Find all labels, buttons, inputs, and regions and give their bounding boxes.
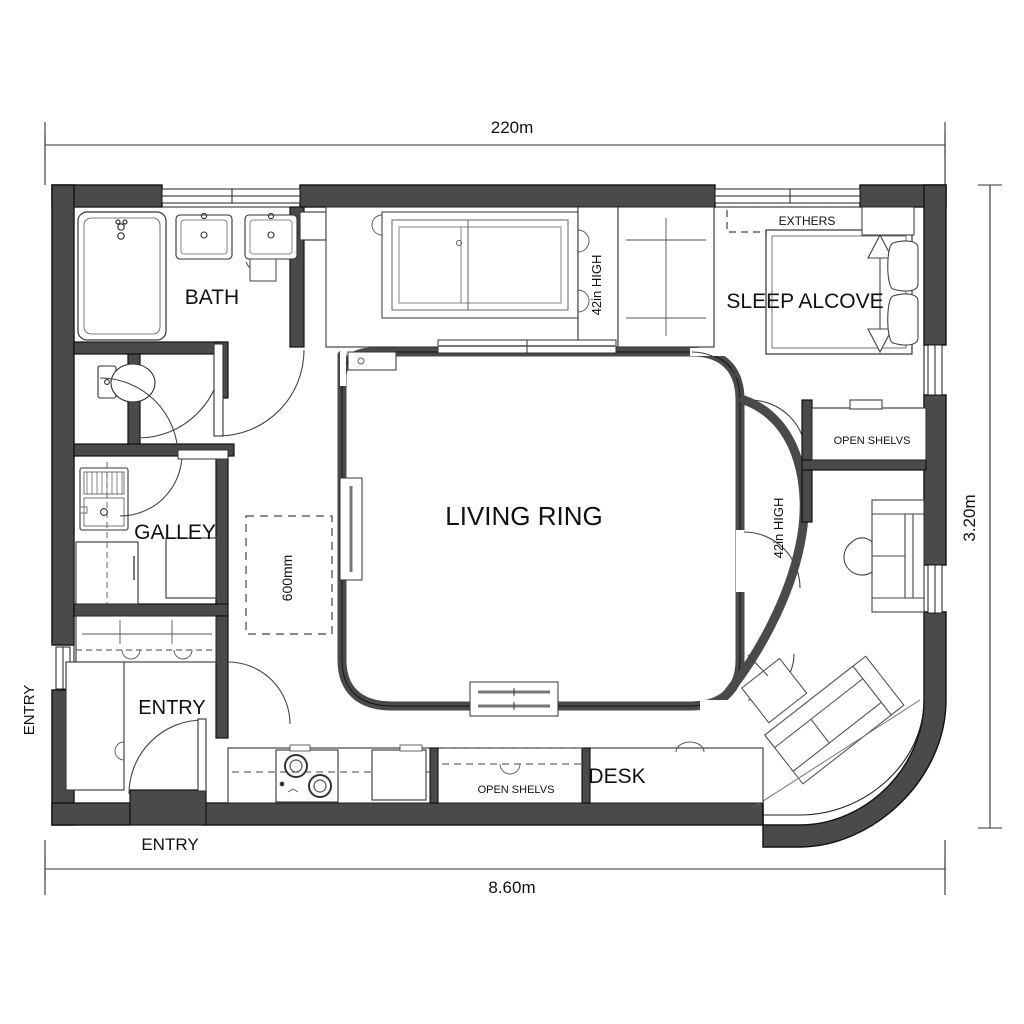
toilet [97,363,156,403]
sliding-door-south[interactable] [469,681,559,717]
bed-direction-arrow [867,233,893,354]
dimension-top-label: 220m [491,118,534,137]
dimension-top [44,122,946,185]
open-shelvs-right [811,399,927,461]
ring-opening-nw [340,348,346,386]
dimension-bottom [44,840,946,895]
sofa-guide [756,699,921,806]
galley-counter [165,537,217,599]
height-note-top-label: 42in HIGH [589,255,604,316]
ring-opening-e [736,530,746,592]
console-table [347,351,397,371]
door-entry-main[interactable] [128,718,207,795]
galley-label: GALLEY [134,521,216,544]
dimension-right-label: 3.20m [960,494,979,541]
exthers-label: EXTHERS [779,214,836,228]
dimension-bottom-label: 8.60m [488,878,535,897]
entry-left-label: ENTRY [21,685,38,736]
clearance-zone [245,515,333,635]
ring-opening-ne [690,348,752,356]
wall-galley-south [73,603,229,617]
bathtub [77,211,167,341]
nightstand [861,206,915,236]
door-wc[interactable] [99,377,179,457]
clearance-label: 600mm [279,555,295,602]
wall-right-a [923,184,947,346]
counter-42in-block [577,206,619,348]
sliding-door-west[interactable] [339,477,363,581]
side-table [740,657,808,724]
living-ring-label: LIVING RING [445,501,602,531]
door-galley[interactable] [119,453,183,517]
window-top-right [714,188,861,204]
pillow-1 [887,240,919,292]
bath-closet [299,211,327,241]
kitchen-sink [79,467,129,531]
entry-bench [75,615,217,663]
dishwasher [371,749,427,801]
wall-curved-southeast [762,611,947,848]
door-galley-leaf[interactable] [177,449,229,460]
desk-chair [675,741,705,753]
armchair-right [843,499,925,613]
open-shelvs-right-label: OPEN SHELVS [834,435,911,447]
sofa-leader [747,654,769,677]
wall-galley-east [215,455,229,607]
top-counter-block [325,206,579,348]
ring-opening-se [700,700,750,710]
cooktop [275,749,339,803]
entry-bottom-label: ENTRY [141,835,198,854]
wall-bottom-b [202,802,764,826]
door-swing-east[interactable] [743,531,801,589]
entry-closet [65,661,125,791]
vanity-cabinet [249,258,277,282]
bath-label: BATH [185,286,239,309]
entry-inner-label: ENTRY [138,697,205,719]
bottom-counter-dividers [429,747,591,804]
height-note-right-label: 42in HIGH [771,498,786,559]
entry-partitions [129,615,229,826]
door-swing-ne[interactable] [691,351,745,405]
cooktop-top [617,206,715,348]
window-right-upper [927,344,943,396]
sliding-glass-north[interactable] [437,339,617,354]
pillow-2 [887,293,919,346]
counter-trim-a [289,744,311,752]
sofa [764,655,905,785]
wall-right-b [923,394,947,566]
wall-alcove-sw [801,469,813,523]
shelf-pull [499,763,521,775]
wall-bath-south [73,341,223,355]
door-entry-hall[interactable] [227,661,291,725]
open-shelvs-bottom-label: OPEN SHELVS [478,784,555,796]
counter-pull-a [577,229,590,253]
sink-basin-2 [244,212,298,260]
wall-alcove-west [801,399,813,461]
cabinet-pull-left [371,214,383,236]
wall-top-b [299,184,716,208]
door-hall[interactable] [217,349,305,437]
entry-closet-pull [114,741,125,761]
living-ring-arc-east [717,395,809,705]
window-right-lower [927,564,943,614]
wall-left-a [51,184,75,646]
console-knob [357,357,365,365]
desk-label: DESK [588,765,645,788]
sink-basin-1 [175,212,233,260]
counter-pull-b [577,289,590,313]
window-top-left [161,188,301,204]
wall-bottom-a [51,802,131,826]
wall-entry-stub [129,789,207,826]
dimension-right [978,184,1002,829]
wall-shelf-south [801,459,927,471]
sleep-alcove-label: SLEEP ALCOVE [726,290,883,313]
counter-trim-b [399,744,423,752]
wall-entry-east [215,615,229,739]
